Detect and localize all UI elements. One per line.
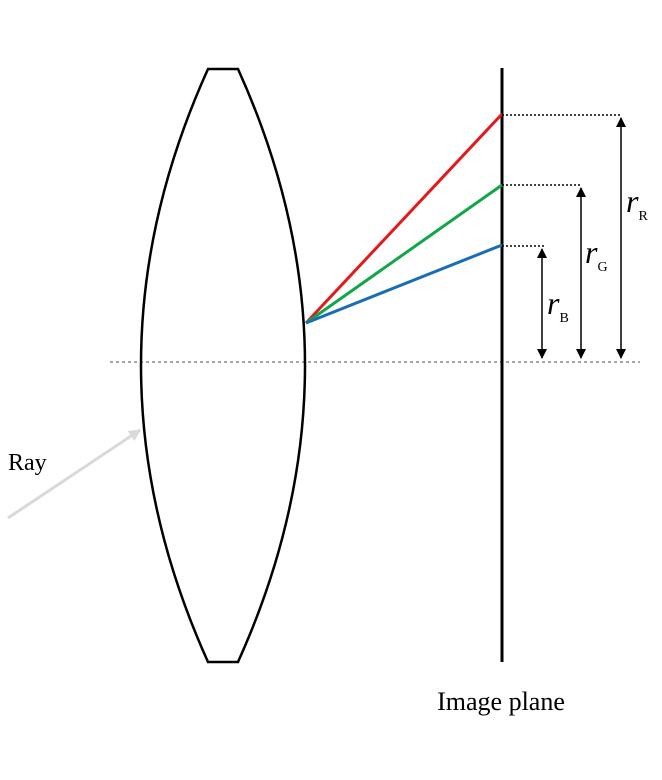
lens [139, 67, 307, 664]
image-plane-label: Image plane [437, 687, 565, 716]
ray-label: Ray [8, 450, 47, 476]
red-radius-subscript: R [638, 209, 648, 224]
blue-radius-symbol: r [547, 285, 560, 321]
red-ray [304, 112, 504, 325]
green-radius-label: rG [585, 234, 608, 275]
blue-radius-subscript: B [559, 311, 568, 326]
red-radius-label: rR [626, 183, 648, 224]
green-radius-symbol: r [585, 234, 598, 270]
blue-radius-label: rB [547, 285, 569, 326]
red-radius-symbol: r [626, 183, 639, 219]
green-radius-subscript: G [597, 260, 607, 275]
green-ray [305, 183, 503, 325]
blue-ray [305, 243, 503, 325]
incident-ray [7, 428, 141, 520]
